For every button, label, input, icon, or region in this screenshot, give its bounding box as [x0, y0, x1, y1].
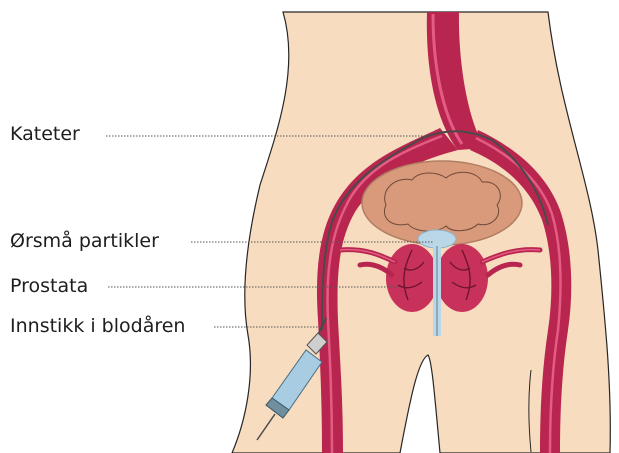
- label-injection: Innstikk i blodåren: [10, 317, 185, 336]
- prostate-left-lobe: [386, 244, 438, 312]
- label-prostate: Prostata: [10, 277, 88, 296]
- prostate-right-lobe: [436, 244, 488, 312]
- label-catheter: Kateter: [10, 125, 80, 144]
- label-particles: Ørsmå partikler: [10, 232, 159, 251]
- particles-region: [418, 230, 456, 248]
